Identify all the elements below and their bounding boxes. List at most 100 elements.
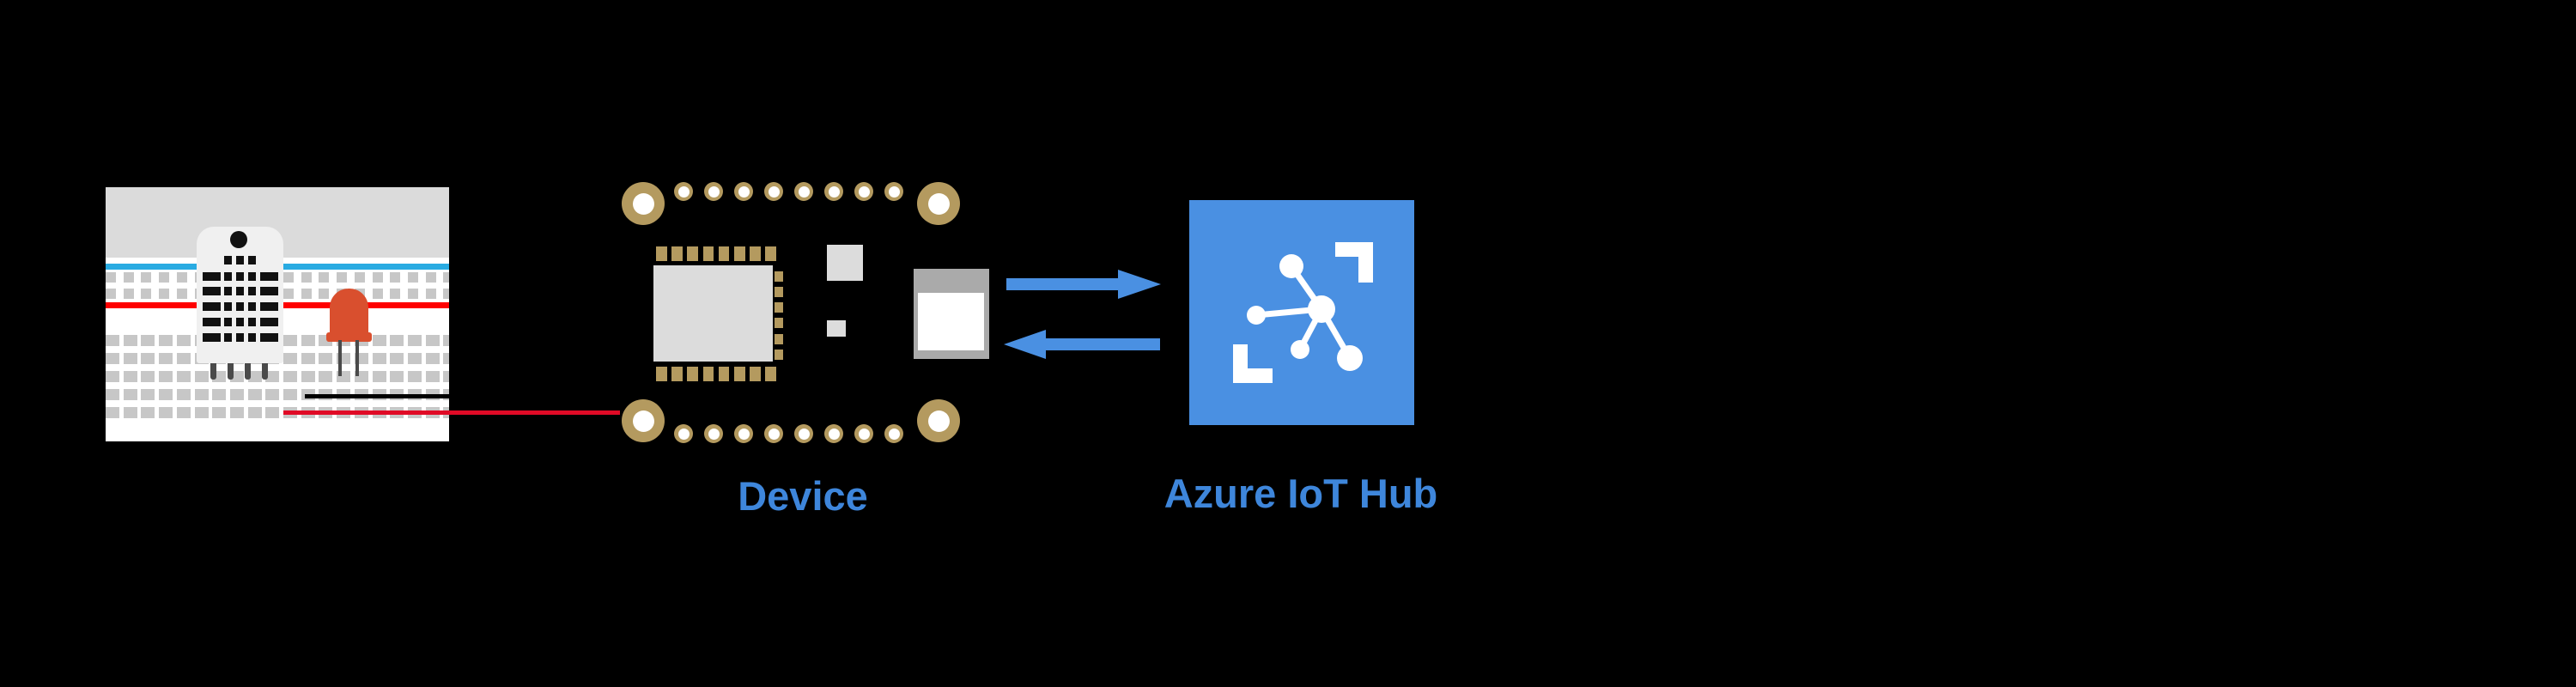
tie-point [106,289,116,299]
tie-point [194,371,209,382]
sensor-vent-slit [260,318,278,326]
tie-point [247,371,262,382]
tie-point [159,272,170,283]
red-jumper-wire [283,410,620,415]
sensor-pin [262,363,268,380]
tie-point [319,371,333,382]
pin-hole-bore [677,185,690,198]
pin-hole-bore [768,428,780,440]
sensor-vent-slit [203,302,221,311]
pin-hole [764,182,783,201]
tie-point [354,272,365,283]
pin-hole-bore [708,428,720,440]
pin-hole-bore [888,185,900,198]
pin-hole [884,182,903,201]
sensor-vent-slit [248,287,256,295]
tie-point [212,407,227,418]
mounting-hole-bore [927,410,950,432]
chip [653,265,773,362]
tie-point [283,272,294,283]
dht-sensor [197,227,283,380]
tie-point [141,371,155,382]
pin-hole-bore [738,185,750,198]
tie-point [407,371,422,382]
sensor-vent-slit [248,256,256,264]
tie-point [283,389,297,400]
tie-point [212,389,227,400]
chip-pad [775,333,783,344]
iot-hub-network-glyph-icon [1233,242,1373,383]
sensor-pin [210,363,216,380]
tie-point [247,389,262,400]
tie-point [159,371,173,382]
tie-point [123,353,137,364]
sensor-vent-slit [236,333,244,342]
pin-hole [704,182,723,201]
chip-pad [718,246,730,261]
tie-point [141,407,155,418]
tie-point [390,335,404,346]
mounting-hole-bore [927,192,950,215]
sensor-pin [228,363,234,380]
sensor-vent-slit [203,287,221,295]
microcontroller-board-icon [622,170,996,455]
pin-hole-bore [828,185,840,198]
pin-hole-bore [798,428,810,440]
tie-point [425,371,440,382]
pin-hole [854,182,873,201]
tie-point [443,335,449,346]
mounting-hole [917,182,960,225]
sensor-vent-slit [236,287,244,295]
tie-point [425,335,440,346]
chip-pad [775,318,783,329]
usb-port [918,293,984,350]
pin-hole [854,424,873,443]
pin-hole [704,424,723,443]
tie-point [141,335,155,346]
tie-point [283,371,297,382]
pin-hole [884,424,903,443]
sensor-vent-slit [224,256,232,264]
tie-point [407,289,418,299]
tie-point [319,353,333,364]
tie-point [106,353,119,364]
tie-point [106,407,119,418]
pin-hole-bore [888,428,900,440]
chip-pad [671,246,683,261]
tie-point [106,371,119,382]
chip-pad [775,286,783,297]
sensor-vent-slit [224,272,232,281]
tie-point [301,272,312,283]
tie-point [301,353,315,364]
tie-point [141,289,152,299]
device-to-cloud-arrow-icon [1006,270,1161,299]
pin-hole [794,424,813,443]
tie-point [176,371,191,382]
breadboard [106,187,449,441]
sensor-vent-slit [236,256,244,264]
tie-point [372,335,386,346]
tie-point [301,289,312,299]
sensor-vent-slit [203,318,221,326]
sensor-vent-slit [224,302,232,311]
tie-point [407,335,422,346]
tie-point [106,389,119,400]
chip-pad [687,367,698,381]
sensor-mounting-hole-icon [230,231,247,248]
tie-point [176,289,187,299]
chip-pad [734,246,745,261]
tie-point [265,371,280,382]
tie-point [425,272,436,283]
tie-point [176,272,187,283]
pin-hole-bore [738,428,750,440]
tie-point [407,353,422,364]
pin-hole [764,424,783,443]
mounting-hole [622,399,665,442]
tie-point [425,289,436,299]
pin-hole-bore [858,185,870,198]
tie-point [229,407,244,418]
tie-point [229,389,244,400]
black-jumper-wire [305,394,449,398]
pin-hole-bore [708,185,720,198]
sensor-vent-slit [248,318,256,326]
